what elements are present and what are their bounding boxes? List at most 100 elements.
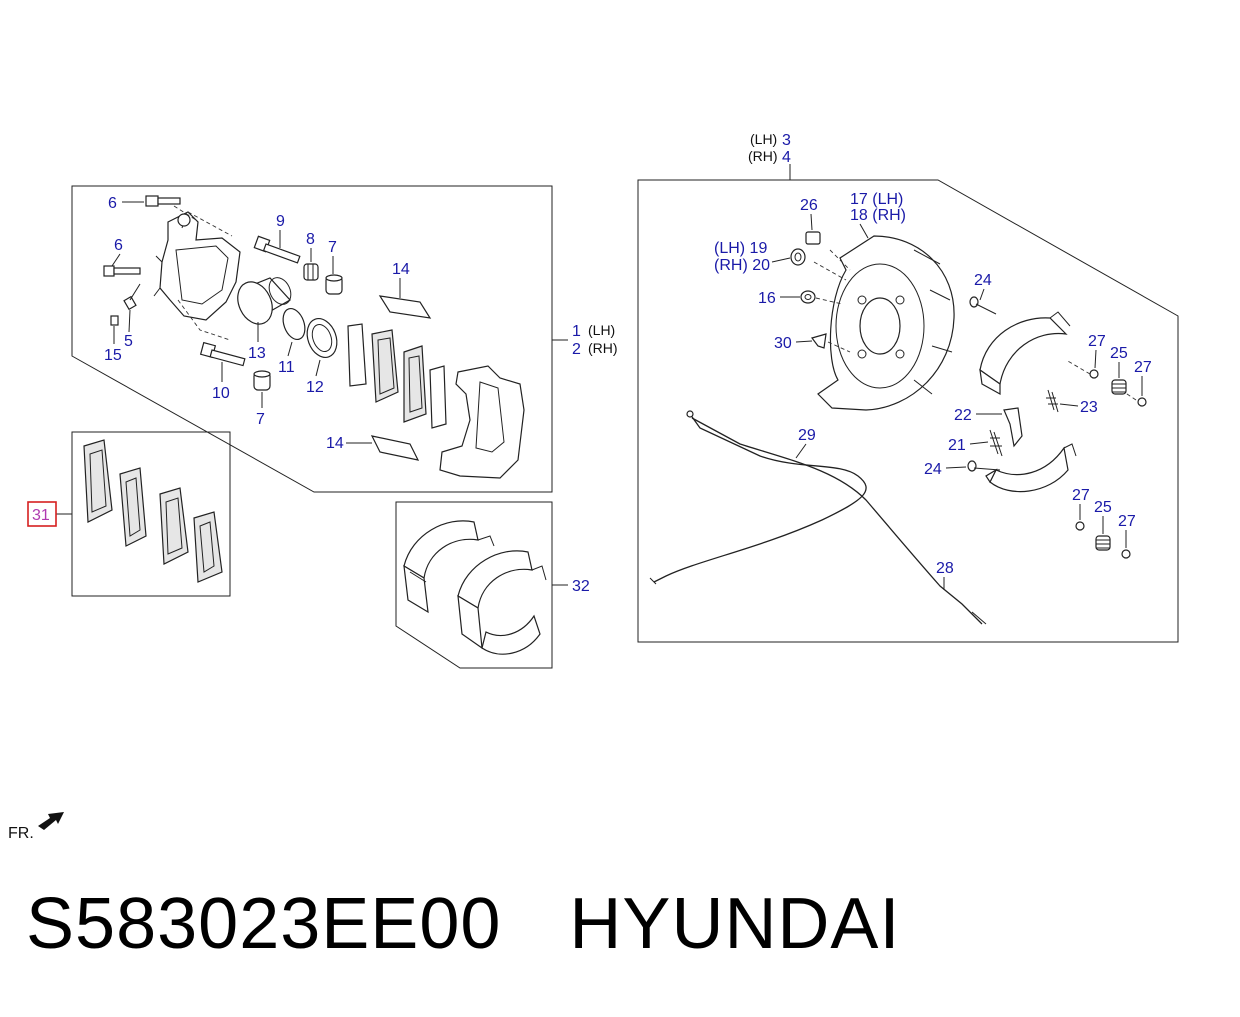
callout-26: 26 <box>800 197 818 214</box>
side-label-lh-1: (LH) <box>588 322 615 338</box>
rear-assembly-group: (LH) 3 (RH) 4 <box>637 131 1179 643</box>
side-label-rh-2: (RH) <box>588 340 618 356</box>
callout-25-lower: 25 <box>1094 499 1112 516</box>
callout-16: 16 <box>758 290 776 307</box>
callout-20-rh: (RH) 20 <box>714 257 770 274</box>
kit-shoe-1 <box>403 520 495 614</box>
piston-seal <box>282 307 306 341</box>
front-caliper-frame <box>71 185 553 493</box>
kit-shoe-2 <box>457 550 547 655</box>
header-side-rh: (RH) <box>748 148 778 164</box>
spring-21 <box>989 429 1003 457</box>
cable-end-lower <box>649 577 987 625</box>
callout-13: 13 <box>248 345 266 362</box>
callout-27-c: 27 <box>1072 487 1090 504</box>
bushing-lower <box>253 370 271 391</box>
kit-pad-3 <box>159 487 189 565</box>
callout-1: 1 <box>572 323 581 340</box>
brake-pad-outer <box>403 345 427 423</box>
parking-cable-28 <box>691 417 983 625</box>
callout-27-b: 27 <box>1134 359 1152 376</box>
dust-boot <box>306 318 338 358</box>
front-orientation-indicator: FR. <box>8 812 64 842</box>
callout-4: 4 <box>782 149 791 166</box>
callout-6-left: 6 <box>114 237 123 254</box>
callout-25-upper: 25 <box>1110 345 1128 362</box>
callout-5: 5 <box>124 333 133 350</box>
rear-shoe-upper <box>979 311 1071 396</box>
kit-pad-1 <box>83 439 113 523</box>
adjuster-lever <box>1003 407 1023 448</box>
pad-clip-lower <box>370 435 420 461</box>
pad-clip-upper <box>378 295 432 319</box>
callout-27-d: 27 <box>1118 513 1136 530</box>
caliper-body <box>153 211 241 321</box>
pad-shim-inner <box>347 323 367 387</box>
callout-28: 28 <box>936 560 954 577</box>
pad-shim-outer <box>429 365 447 429</box>
callout-29: 29 <box>798 427 816 444</box>
callout-21: 21 <box>948 437 966 454</box>
callout-11: 11 <box>278 359 295 376</box>
rear-assembly-frame <box>637 179 1179 643</box>
spring-23 <box>1046 389 1059 413</box>
bushing-upper <box>325 274 343 295</box>
fr-label: FR. <box>8 825 34 842</box>
callout-2: 2 <box>572 341 581 358</box>
callout-24-lower: 24 <box>924 461 942 478</box>
bleeder-screw <box>123 283 141 311</box>
brake-pad-kit-group: 31 <box>27 431 231 597</box>
rear-shoe-lower <box>985 443 1077 493</box>
callout-18-rh: 18 (RH) <box>850 207 906 224</box>
callout-30: 30 <box>774 335 792 352</box>
washer-16 <box>800 290 816 304</box>
guide-bolt-top <box>145 195 181 207</box>
callout-19-lh: (LH) 19 <box>714 240 767 257</box>
pin-boot-upper <box>303 263 319 281</box>
parking-cable-29 <box>653 413 867 583</box>
callout-10: 10 <box>212 385 230 402</box>
cable-end-upper <box>686 410 694 418</box>
callout-14-top: 14 <box>392 261 410 278</box>
callout-7-top: 7 <box>328 239 337 256</box>
callout-27-a: 27 <box>1088 333 1106 350</box>
header-side-lh: (LH) <box>750 131 777 147</box>
brake-pad-inner <box>371 329 399 403</box>
spring-25-upper <box>1111 379 1127 395</box>
washer-27-b <box>1137 397 1147 407</box>
callout-8: 8 <box>306 231 315 248</box>
callout-12: 12 <box>306 379 324 396</box>
washer-27-c <box>1075 521 1085 531</box>
kit-pad-4 <box>193 511 223 583</box>
callout-7-lower: 7 <box>256 411 265 428</box>
pin-24-upper <box>969 296 997 315</box>
callout-15: 15 <box>104 347 122 364</box>
front-caliper-group: 6 9 8 7 6 14 5 15 13 11 12 10 7 14 1 (LH… <box>71 185 618 493</box>
kit-pad-2 <box>119 467 147 547</box>
brand-name: HYUNDAI <box>569 884 901 964</box>
guide-pin-lower <box>199 341 246 367</box>
guide-bolt-left <box>103 265 141 277</box>
guide-pin-upper <box>253 235 301 264</box>
shoe-kit-frame <box>395 501 553 669</box>
bleeder-cap <box>110 315 119 326</box>
pin-24-lower <box>967 460 1001 472</box>
caliper-piston <box>237 277 292 325</box>
shoe-kit-group: 32 <box>395 501 590 669</box>
nut-19-20 <box>790 248 806 266</box>
callout-17-lh: 17 (LH) <box>850 191 903 208</box>
callout-31: 31 <box>32 507 50 524</box>
caliper-carrier <box>439 365 525 479</box>
callout-22: 22 <box>954 407 972 424</box>
callout-32: 32 <box>572 578 590 595</box>
brake-parts-diagram: 6 9 8 7 6 14 5 15 13 11 12 10 7 14 1 (LH… <box>8 131 1179 842</box>
fr-arrow-icon <box>38 812 64 830</box>
callout-3: 3 <box>782 132 791 149</box>
spring-25-lower <box>1095 535 1111 551</box>
washer-27-d <box>1121 549 1131 559</box>
callout-6-top: 6 <box>108 195 117 212</box>
part-number: S583023EE00 <box>26 884 502 964</box>
callout-9: 9 <box>276 213 285 230</box>
callout-14-lower: 14 <box>326 435 344 452</box>
